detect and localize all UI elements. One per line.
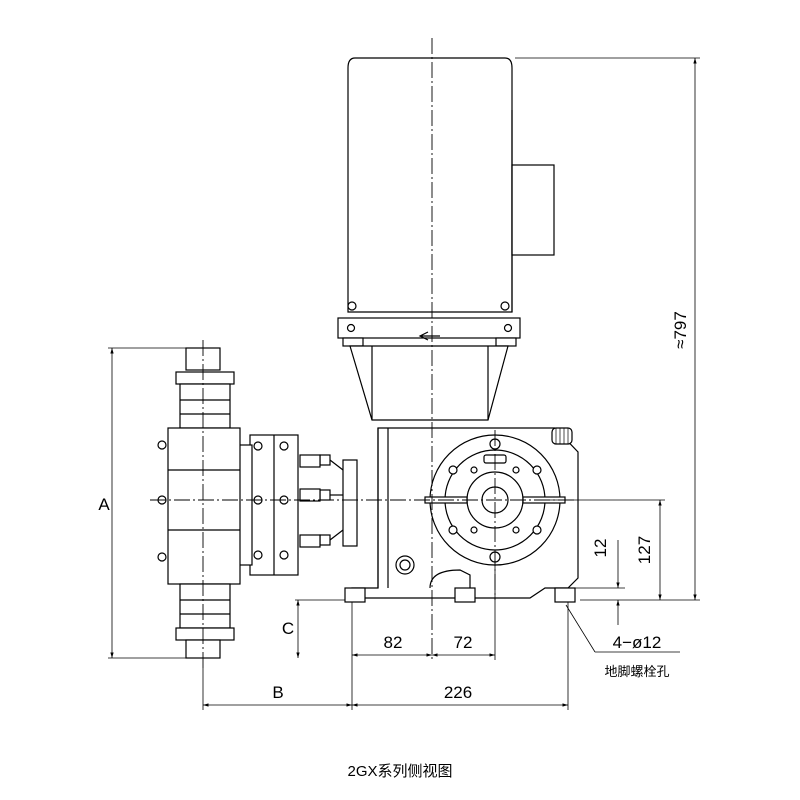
dim-226-label: 226 — [444, 683, 472, 702]
pump-head — [237, 434, 299, 576]
dimension-lines — [108, 57, 700, 710]
dim-72-label: 72 — [454, 633, 473, 652]
dim-127-label: 127 — [635, 536, 654, 564]
dim-797-label: ≈797 — [671, 311, 690, 349]
dim-A-label: A — [98, 495, 110, 514]
motor — [347, 57, 555, 313]
dim-C-label: C — [282, 619, 294, 638]
valve-assembly — [157, 347, 241, 659]
holes-note-label: 地脚螺栓孔 — [604, 664, 669, 679]
adapter-housing — [349, 345, 509, 421]
holes-spec-label: 4−ø12 — [613, 633, 662, 652]
dim-82-label: 82 — [384, 633, 403, 652]
dim-12-label: 12 — [591, 539, 610, 558]
motor-flange — [337, 317, 521, 347]
plunger-rod — [299, 454, 358, 548]
drawing-caption: 2GX系列侧视图 — [347, 763, 453, 780]
center-lines — [150, 38, 575, 668]
dim-B-label: B — [272, 683, 283, 702]
